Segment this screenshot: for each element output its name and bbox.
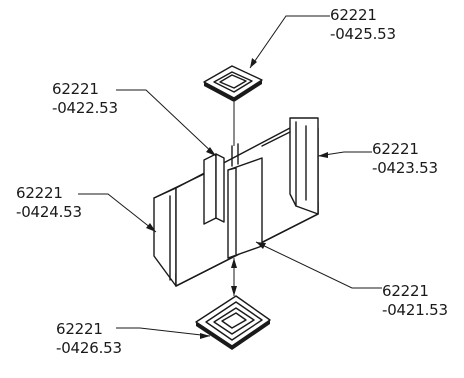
part-number-line1: 62221 bbox=[382, 282, 429, 300]
housing-body-part bbox=[153, 117, 319, 287]
part-label-0421: 62221 -0421.53 bbox=[382, 282, 448, 320]
part-number-line1: 62221 bbox=[330, 6, 377, 24]
part-number-line1: 62221 bbox=[52, 80, 99, 98]
part-number-line2: -0423.53 bbox=[372, 159, 438, 177]
bottom-plate-part bbox=[195, 295, 271, 350]
part-number-line2: -0421.53 bbox=[382, 301, 448, 319]
leader-lines bbox=[78, 15, 382, 339]
part-number-line2: -0426.53 bbox=[56, 339, 122, 357]
part-number-line2: -0422.53 bbox=[52, 99, 118, 117]
part-number-line2: -0424.53 bbox=[16, 203, 82, 221]
part-number-line1: 62221 bbox=[16, 184, 63, 202]
part-label-0424: 62221 -0424.53 bbox=[16, 184, 82, 222]
part-label-0425: 62221 -0425.53 bbox=[330, 6, 396, 44]
part-label-0426: 62221 -0426.53 bbox=[56, 320, 122, 358]
assembly-guide-lines bbox=[231, 102, 237, 296]
part-number-line1: 62221 bbox=[56, 320, 103, 338]
top-plate-part bbox=[203, 65, 263, 102]
part-label-0422: 62221 -0422.53 bbox=[52, 80, 118, 118]
part-number-line2: -0425.53 bbox=[330, 25, 396, 43]
part-label-0423: 62221 -0423.53 bbox=[372, 140, 438, 178]
part-number-line1: 62221 bbox=[372, 140, 419, 158]
